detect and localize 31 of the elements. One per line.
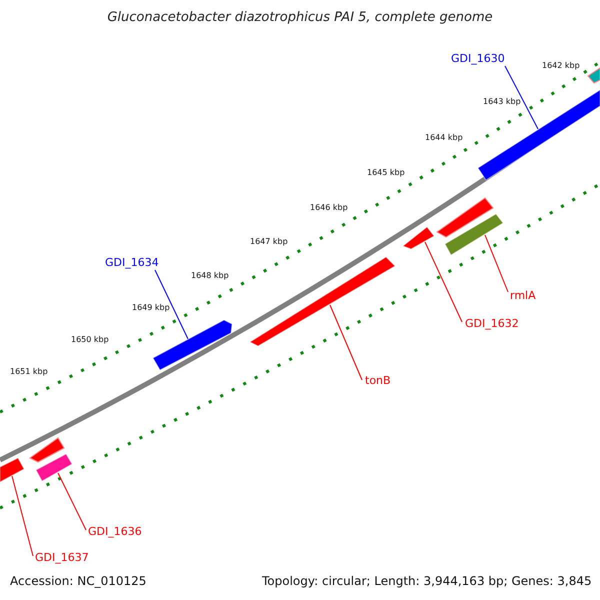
gene-feature <box>477 89 600 181</box>
leader-line <box>330 304 362 380</box>
leader-line <box>12 476 34 556</box>
leader-line <box>154 270 188 340</box>
leader-line <box>424 242 462 322</box>
gene-feature <box>0 457 25 483</box>
gene-feature <box>35 453 73 482</box>
leader-line <box>484 234 508 292</box>
gene-label: GDI_1630 <box>451 52 505 65</box>
gene-feature <box>444 213 504 256</box>
scale-label: 1651 kbp <box>10 367 48 376</box>
scale-label: 1645 kbp <box>367 168 405 177</box>
footer-text: Topology: circular; Length: 3,944,163 bp; Genes: 3,845 <box>262 574 592 588</box>
scale-label: 1646 kbp <box>310 203 348 212</box>
gene-label: GDI_1637 <box>35 551 89 564</box>
scale-label: 1650 kbp <box>71 335 109 344</box>
gene-feature <box>152 319 233 371</box>
leader-line <box>504 66 538 130</box>
leader-line <box>58 472 86 530</box>
footer-text: Accession: NC_010125 <box>10 574 146 588</box>
gene-label: GDI_1634 <box>105 256 159 269</box>
title: Gluconacetobacter diazotrophicus PAI 5, complete genome <box>106 10 494 25</box>
gene-label: GDI_1632 <box>465 317 519 330</box>
scale-label: 1644 kbp <box>425 133 463 142</box>
gene-feature <box>402 226 435 250</box>
gene-label: GDI_1636 <box>88 525 142 538</box>
gene-feature <box>248 256 396 347</box>
gene-label: tonB <box>365 374 391 387</box>
scale-label: 1648 kbp <box>191 271 229 280</box>
scale-label: 1643 kbp <box>483 97 521 106</box>
gene-label: rmlA <box>510 289 536 302</box>
